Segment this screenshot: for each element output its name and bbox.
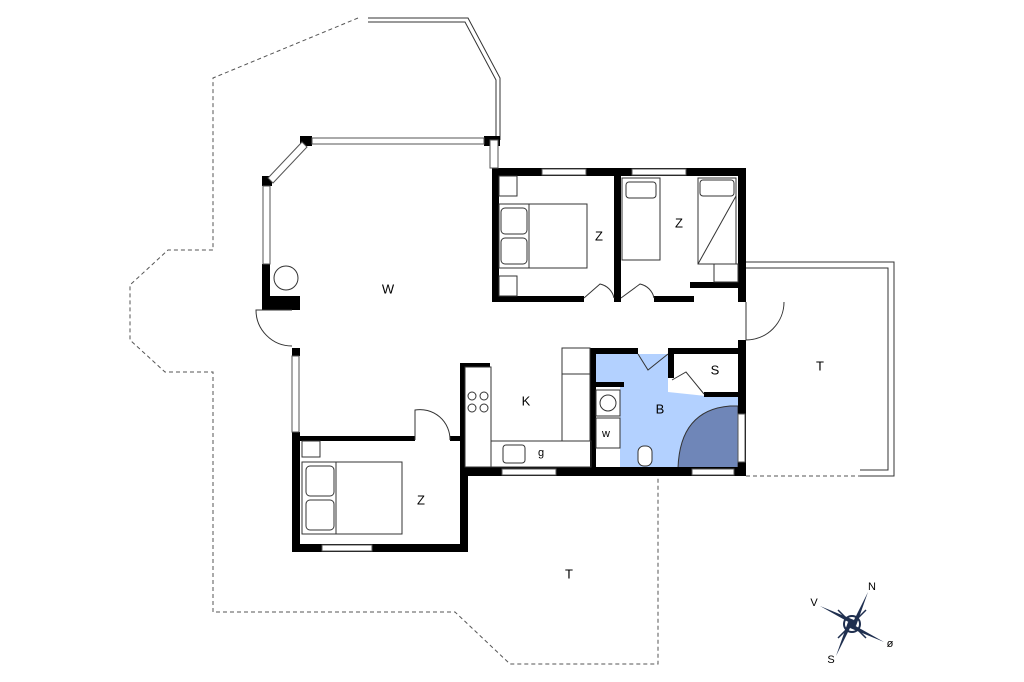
toilet-icon <box>637 445 653 467</box>
furniture <box>273 175 739 535</box>
room-label-bathroom: B <box>656 401 665 416</box>
compass-south: S <box>827 654 834 666</box>
room-label-kitchen: K <box>522 393 531 408</box>
washer-label: w <box>601 428 610 440</box>
fridge-label: g <box>538 447 544 459</box>
terrace-label-south: T <box>565 566 573 581</box>
room-label-bedroom-2: Z <box>675 215 683 230</box>
room-label-bedroom-1: Z <box>595 228 603 243</box>
room-label-bedroom-3: Z <box>417 492 425 507</box>
terrace-label-east: T <box>816 358 824 373</box>
compass-east: ø <box>887 638 894 650</box>
doors <box>255 283 785 441</box>
windows <box>262 137 746 552</box>
stove-heater <box>273 265 299 291</box>
compass-west: V <box>810 597 818 609</box>
compass-rose-icon: N V S ø <box>810 581 893 666</box>
room-label-living: W <box>382 281 395 296</box>
compass-north: N <box>868 581 876 593</box>
bathroom-area <box>596 354 739 469</box>
walls <box>262 136 746 552</box>
terrace-outlines <box>129 17 895 665</box>
room-label-storage: S <box>711 362 720 377</box>
